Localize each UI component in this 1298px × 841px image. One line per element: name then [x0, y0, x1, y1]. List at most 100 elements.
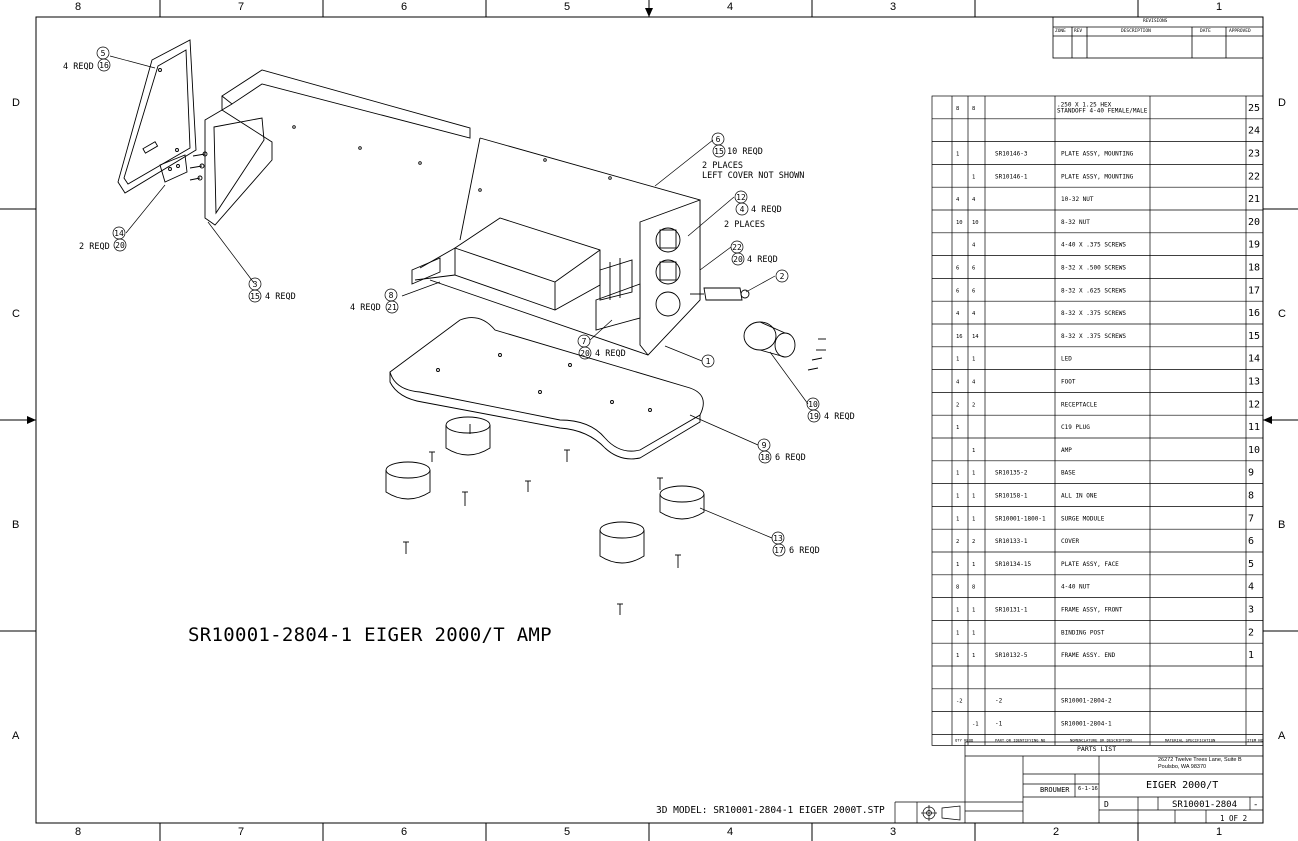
callout-notes: 4 REQD 2 REQD 4 REQD 10 REQD 2 PLACES LE…	[63, 62, 855, 556]
qty-dash1: 4	[972, 380, 976, 386]
zone-right-C: C	[1278, 308, 1286, 320]
zone-top-4: 4	[727, 1, 734, 13]
qty-dash1: 1	[972, 608, 975, 614]
model-file-note: 3D MODEL: SR10001-2804-1 EIGER 2000T.STP	[656, 805, 885, 816]
qty-dash2: 4	[956, 380, 960, 386]
callout-note-5: 4 REQD	[63, 62, 94, 72]
callout-15b: 15	[714, 147, 724, 156]
callout-13: 13	[773, 534, 783, 543]
callout-note-13: 6 REQD	[789, 546, 820, 556]
assembly-illustration	[117, 39, 826, 615]
qty-dash1: -1	[972, 722, 979, 728]
qty-dash1: 1	[972, 174, 975, 180]
callout-14: 14	[114, 229, 124, 238]
item-number: 25	[1248, 103, 1260, 114]
zone-top-1: 1	[1216, 1, 1223, 13]
item-number: 2	[1248, 627, 1254, 638]
part-description: FRAME ASSY. END	[1061, 652, 1116, 659]
item-number: 24	[1248, 126, 1260, 137]
part-number: SR10158-1	[995, 493, 1028, 500]
qty-dash2: 1	[956, 425, 959, 431]
callout-17: 17	[774, 546, 784, 555]
callout-5: 5	[101, 49, 106, 58]
qty-dash1: 1	[972, 471, 975, 477]
callout-3: 3	[253, 280, 258, 289]
zone-bottom-5: 5	[564, 826, 571, 838]
part-description: 4-40 NUT	[1061, 584, 1090, 591]
part-number: SR10131-1	[995, 607, 1028, 614]
callout-note-14: 2 REQD	[79, 242, 110, 252]
zone-bottom-2: 2	[1053, 826, 1060, 838]
part-description: 8-32 NUT	[1061, 219, 1090, 226]
front-frame-part	[204, 69, 471, 226]
callout-20a: 20	[115, 241, 125, 250]
rev-col-description: DESCRIPTION	[1121, 29, 1151, 34]
zone-left-B: B	[12, 519, 20, 531]
drawing-size: D	[1104, 800, 1109, 809]
zone-left-A: A	[12, 730, 20, 742]
callout-20c: 20	[580, 349, 590, 358]
item-number: 4	[1248, 582, 1254, 593]
item-number: 5	[1248, 559, 1254, 570]
part-description: PLATE ASSY, MOUNTING	[1061, 173, 1134, 180]
zone-bottom-8: 8	[75, 826, 82, 838]
qty-dash1: 1	[972, 562, 975, 568]
part-description: SR10001-2804-2	[1061, 698, 1112, 705]
part-description: AMP	[1061, 447, 1072, 454]
zone-bottom-7: 7	[238, 826, 245, 838]
qty-dash2: 1	[956, 152, 959, 158]
drawing-title: EIGER 2000/T	[1146, 780, 1219, 791]
revisions-block	[1052, 16, 1264, 59]
part-description: BINDING POST	[1061, 629, 1105, 636]
rev-col-zone: ZONE	[1055, 29, 1066, 34]
qty-dash1: 2	[972, 402, 975, 408]
part-number: SR10146-1	[995, 173, 1028, 180]
callout-note-8: 4 REQD	[350, 303, 381, 313]
qty-dash2: -2	[956, 699, 963, 705]
zone-left-C: C	[12, 308, 20, 320]
qty-dash2: 16	[956, 334, 963, 340]
callout-10: 10	[808, 400, 818, 409]
qty-dash1: 4	[972, 197, 976, 203]
callout-22: 22	[732, 243, 742, 252]
part-description: C19 PLUG	[1061, 424, 1090, 431]
drawing-rev: -	[1253, 800, 1259, 810]
part-number: SR10134-15	[995, 561, 1032, 568]
part-description: FRAME ASSY, FRONT	[1061, 607, 1123, 614]
callout-4: 4	[740, 205, 745, 214]
col-item-no: ITEM NO	[1247, 737, 1264, 742]
drawn-by: BROUWER	[1040, 786, 1070, 794]
revisions-title: REVISIONS	[1143, 19, 1168, 24]
base-plate-part	[389, 317, 704, 460]
qty-dash1: 2	[972, 539, 975, 545]
parts-list-grid	[931, 95, 1264, 746]
drawing-main-title: SR10001-2804-1 EIGER 2000/T AMP	[188, 624, 552, 646]
qty-dash2: 4	[956, 197, 960, 203]
qty-dash1: 6	[972, 266, 975, 272]
callout-numbers: 5 16 14 20 3 15 6 15 12 4 22 20 2 8 21 7…	[99, 49, 819, 555]
sheet-number: 1 OF 2	[1220, 814, 1248, 823]
qty-dash1: 4	[972, 243, 976, 249]
col-material: MATERIAL SPECIFICATION	[1165, 737, 1216, 742]
item-number: 22	[1248, 171, 1260, 182]
qty-dash2: 1	[956, 630, 959, 636]
qty-dash2: 8	[956, 585, 959, 591]
drawn-date: 6-1-16	[1078, 786, 1098, 792]
col-part-number: PART OR IDENTIFYING NO	[995, 737, 1046, 742]
part-number: -1	[995, 721, 1003, 728]
zone-bottom-4: 4	[727, 826, 734, 838]
face-plate-part	[117, 39, 197, 194]
part-description: BASE	[1061, 470, 1076, 477]
item-number: 21	[1248, 194, 1260, 205]
qty-dash2: 1	[956, 562, 959, 568]
qty-dash1: 1	[972, 653, 975, 659]
callout-note-6: 10 REQD	[727, 147, 763, 157]
part-number: SR10132-5	[995, 652, 1028, 659]
part-number: SR10146-3	[995, 151, 1028, 158]
callout-note-12b: 2 PLACES	[724, 220, 765, 230]
part-description: PLATE ASSY, MOUNTING	[1061, 151, 1134, 158]
part-description: PLATE ASSY, FACE	[1061, 561, 1119, 568]
part-number: SR10001-1800-1	[995, 515, 1046, 522]
item-number: 20	[1248, 217, 1260, 228]
